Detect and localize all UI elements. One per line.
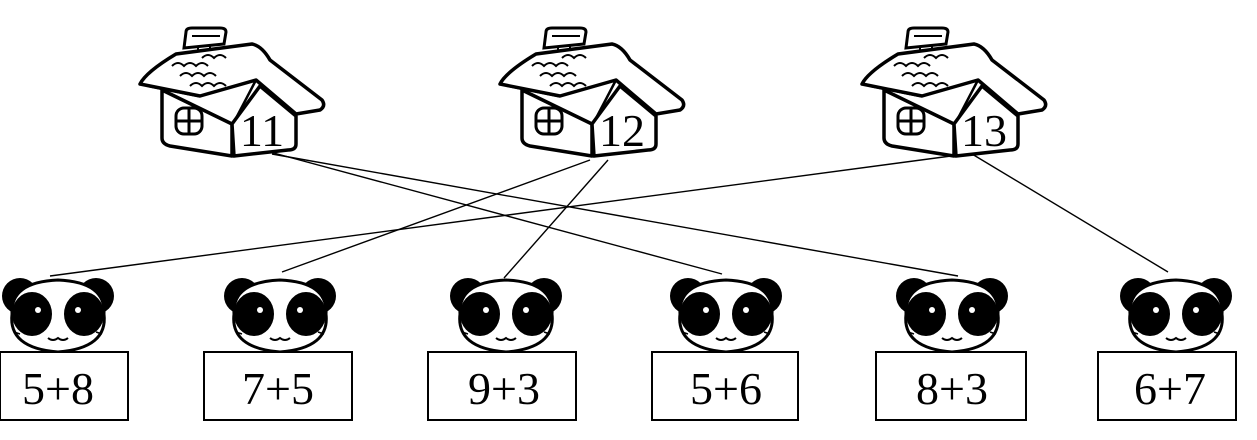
- expression-label: 5+8: [22, 363, 94, 414]
- house-number: 11: [240, 105, 284, 156]
- expression-label: 9+3: [468, 363, 540, 414]
- panda-icon: [1118, 276, 1234, 354]
- house-icon: [860, 26, 1048, 158]
- panda-icon: [222, 276, 338, 354]
- connection-line-h13-p1: [49, 153, 967, 277]
- house-13: 13: [860, 26, 1048, 158]
- expression-label: 6+7: [1134, 363, 1206, 414]
- panda-icon: [668, 276, 784, 354]
- connection-line-h13-p6: [971, 153, 1169, 273]
- house-11: 11: [138, 26, 326, 158]
- expression-label: 7+5: [242, 363, 314, 414]
- panda-card-6: 6+7: [1097, 276, 1237, 421]
- panda-card-5: 8+3: [875, 276, 1027, 421]
- expression-box: [875, 351, 1027, 421]
- panda-icon: [0, 276, 116, 354]
- panda-card-4: 5+6: [651, 276, 799, 421]
- expression-box: [427, 351, 577, 421]
- connection-line-h11-p5: [271, 153, 959, 277]
- house-12: 12: [498, 26, 686, 158]
- panda-icon: [448, 276, 564, 354]
- expression-label: 8+3: [916, 363, 988, 414]
- panda-card-3: 9+3: [427, 276, 577, 421]
- house-icon: [138, 26, 326, 158]
- connection-line-h11-p4: [269, 151, 723, 275]
- house-number: 12: [599, 105, 645, 156]
- house-icon: [498, 26, 686, 158]
- connection-line-h12-p3: [503, 159, 609, 279]
- panda-card-1: 5+8: [0, 276, 129, 421]
- expression-box: [0, 351, 129, 421]
- panda-card-2: 7+5: [203, 276, 353, 421]
- house-number: 13: [961, 105, 1007, 156]
- connection-lines: [49, 151, 1169, 279]
- expression-box: [1097, 351, 1237, 421]
- expression-label: 5+6: [690, 363, 762, 414]
- connection-line-h12-p2: [281, 159, 591, 273]
- expression-box: [203, 351, 353, 421]
- expression-box: [651, 351, 799, 421]
- panda-icon: [894, 276, 1010, 354]
